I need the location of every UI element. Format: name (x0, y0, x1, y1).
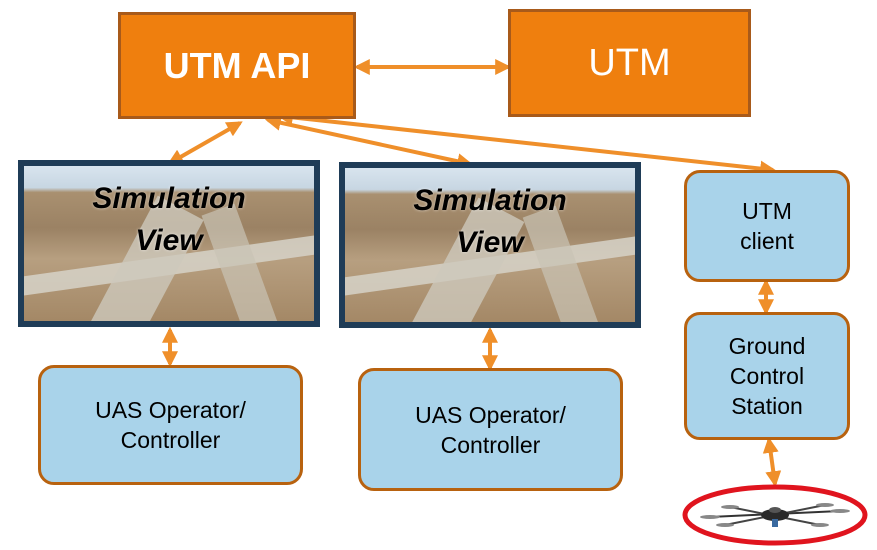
simulation-view-2: Simulation View (339, 162, 641, 328)
ground-control-station-box: Ground Control Station (684, 312, 850, 440)
arrow-api-client (276, 109, 777, 177)
utm-api-label: UTM API (163, 44, 311, 86)
drone-highlight (682, 484, 868, 546)
arrow-gcs-drone (762, 436, 782, 488)
utm-label: UTM (588, 41, 671, 84)
simulation-view-1: Simulation View (18, 160, 320, 327)
uas-operator-box-1: UAS Operator/ Controller (38, 365, 303, 485)
simulation-view-2-label: Simulation View (413, 184, 567, 259)
simulation-view-1-label: Simulation View (92, 182, 246, 257)
arrow-api-sim1 (167, 121, 243, 165)
utm-client-box: UTM client (684, 170, 850, 282)
drone-icon (700, 503, 850, 527)
uas-operator-box-2: UAS Operator/ Controller (358, 368, 623, 491)
utm-box: UTM (508, 9, 751, 117)
utm-api-box: UTM API (118, 12, 356, 119)
